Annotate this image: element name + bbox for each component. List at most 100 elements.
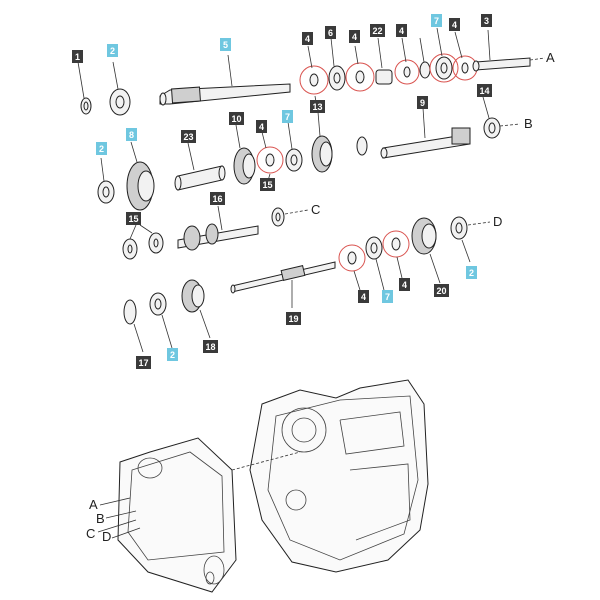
callout-number: 7	[434, 16, 439, 26]
callout-number: 4	[361, 292, 366, 302]
callout-c17: 17	[136, 356, 151, 369]
callout-c4a: 4	[302, 32, 313, 45]
bearing-2-low	[450, 216, 468, 240]
callout-box	[203, 340, 218, 353]
callout-number: 9	[420, 98, 425, 108]
bearing-6	[328, 65, 346, 91]
snap-ring-4-f	[256, 146, 284, 174]
callout-number: 4	[399, 26, 404, 36]
letter-a-bottom: A	[89, 497, 98, 512]
callout-c4e: 4	[256, 120, 267, 133]
callout-box	[229, 112, 244, 125]
callout-box	[477, 84, 492, 97]
shaft-3	[472, 57, 531, 72]
callout-box	[349, 30, 360, 43]
callout-c1: 1	[72, 50, 83, 63]
callout-c10: 10	[229, 112, 244, 125]
callout-box	[399, 278, 410, 291]
gear-20	[411, 217, 437, 255]
callout-number: 6	[328, 28, 333, 38]
sleeve-23	[174, 165, 226, 191]
callout-c5: 5	[220, 38, 231, 51]
callout-box	[434, 284, 449, 297]
gear-10	[233, 147, 256, 185]
callout-box	[382, 290, 393, 303]
callout-number: 1	[75, 52, 80, 62]
callout-box	[466, 266, 477, 279]
sleeve-22	[375, 69, 393, 85]
letter-c-bottom: C	[86, 526, 95, 541]
callout-number: 2	[99, 144, 104, 154]
callout-c16: 16	[210, 192, 225, 205]
callout-c13: 13	[310, 100, 325, 113]
letter-d-mid: D	[493, 214, 502, 229]
letter-d-bottom: D	[102, 529, 111, 544]
callout-box	[481, 14, 492, 27]
letter-b-bottom: B	[96, 511, 105, 526]
callout-box	[220, 38, 231, 51]
callout-box	[136, 356, 151, 369]
snap-ring-4-a	[299, 65, 329, 95]
callout-number: 7	[285, 112, 290, 122]
bearing-2-top	[109, 88, 131, 116]
rear-housing	[117, 437, 237, 593]
callout-box	[256, 120, 267, 133]
snap-ring-4-b	[345, 62, 375, 92]
callout-c15b: 15	[126, 212, 141, 225]
callout-number: 4	[402, 280, 407, 290]
callout-number: 4	[259, 122, 264, 132]
callout-box	[417, 96, 428, 109]
callout-number: 2	[469, 268, 474, 278]
gear-8	[126, 161, 155, 211]
callout-box	[126, 128, 137, 141]
callout-number: 2	[170, 350, 175, 360]
callout-c20: 20	[434, 284, 449, 297]
callout-c19: 19	[286, 312, 301, 325]
washer-15-b	[148, 232, 164, 254]
callout-c9: 9	[417, 96, 428, 109]
callout-number: 3	[484, 16, 489, 26]
letter-c-mid: C	[311, 202, 320, 217]
callout-c7b: 7	[282, 110, 293, 123]
callout-box	[167, 348, 178, 361]
callout-c4d: 4	[449, 18, 460, 31]
callout-box	[96, 142, 107, 155]
callout-c18: 18	[203, 340, 218, 353]
callout-c15a: 15	[260, 178, 275, 191]
snap-ring-4-h	[382, 230, 410, 258]
callout-number: 7	[385, 292, 390, 302]
callout-c6: 6	[325, 26, 336, 39]
callout-c3: 3	[481, 14, 492, 27]
callout-number: 2	[110, 46, 115, 56]
callout-c7c: 7	[382, 290, 393, 303]
circlip-small	[356, 136, 368, 156]
bearing-2-mid	[97, 180, 115, 204]
callout-c2a: 2	[107, 44, 118, 57]
bearing-7-top	[429, 53, 459, 83]
letter-a-top: A	[546, 50, 555, 65]
main-shaft-5	[159, 83, 291, 106]
callout-c4g: 4	[399, 278, 410, 291]
callout-box	[449, 18, 460, 31]
gear-13	[311, 135, 333, 173]
shaft-9	[380, 127, 471, 159]
callout-box	[302, 32, 313, 45]
washer-15-right	[271, 207, 285, 227]
callout-number: 23	[183, 132, 193, 142]
snap-ring-4-c	[394, 59, 420, 85]
callout-c2b: 2	[96, 142, 107, 155]
bearing-1	[80, 97, 92, 115]
callout-box	[107, 44, 118, 57]
callout-box	[358, 290, 369, 303]
callout-box	[72, 50, 83, 63]
callout-box	[286, 312, 301, 325]
callout-c4f: 4	[358, 290, 369, 303]
callout-box	[210, 192, 225, 205]
callout-number: 14	[479, 86, 489, 96]
callout-c22: 22	[370, 24, 385, 37]
callout-c14: 14	[477, 84, 492, 97]
gear-18	[181, 279, 205, 313]
